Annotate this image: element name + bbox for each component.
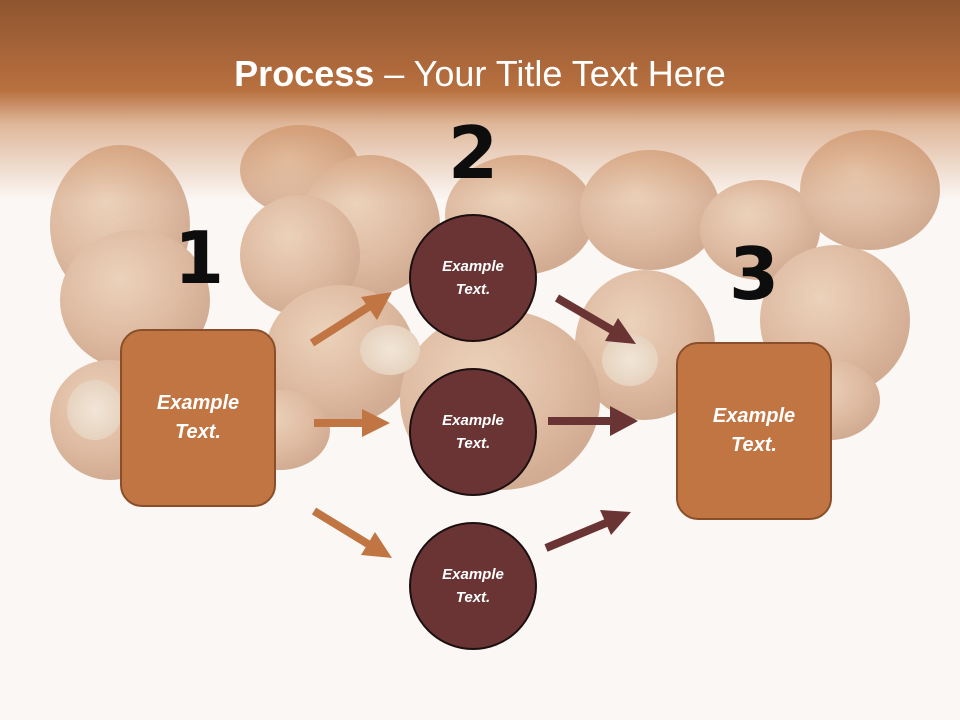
process-box-right-label: Example Text. [712,405,796,456]
title-band [0,0,960,200]
process-circle-top: Example Text. [409,214,537,342]
title-rest: – Your Title Text Here [374,53,726,94]
arrow-left-to-middle [314,409,390,437]
process-circle-middle: Example Text. [409,368,537,496]
process-circle-middle-label: Example Text. [442,412,504,452]
process-circle-top-label: Example Text. [442,258,504,298]
process-box-left: Example Text. [120,329,276,507]
arrow-left-to-bottom [311,507,392,558]
arrow-top-to-right [554,294,636,344]
process-circle-bottom-label: Example Text. [442,566,504,606]
arrow-left-to-top [309,292,392,347]
process-box-left-label: Example Text. [156,392,240,443]
arrow-middle-to-right [548,406,638,436]
process-box-right: Example Text. [676,342,832,520]
step-number-1: 1 [173,216,225,300]
step-number-3: 3 [728,232,780,316]
title-bold: Process [234,53,375,94]
process-circle-bottom: Example Text. [409,522,537,650]
slide-title: Process – Your Title Text Here [0,52,960,96]
step-number-2: 2 [447,111,499,195]
arrow-bottom-to-right [544,510,631,552]
